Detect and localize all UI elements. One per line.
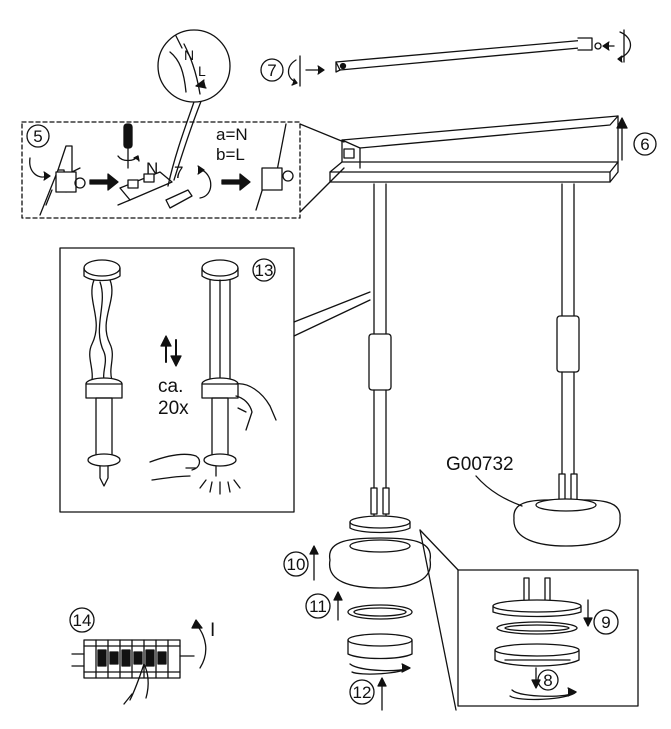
detail-panel: 9 8 (457, 569, 639, 707)
step-6-marker: 6 (633, 132, 657, 156)
callout-line (299, 167, 345, 213)
magnifier-l-label: L (198, 63, 206, 79)
step-11-number: 11 (309, 597, 327, 616)
callout-line (419, 529, 461, 573)
step-12-marker: 12 (349, 677, 387, 711)
hand-icon (235, 383, 277, 431)
terminal-7-label: 7 (174, 163, 183, 182)
step-12-number: 12 (353, 683, 372, 702)
screwdriver-icon (117, 123, 140, 169)
model-code-leader (475, 475, 523, 507)
switch-on-symbol: I (210, 620, 215, 641)
hand-icon (149, 453, 201, 481)
wire-b-label: b=L (216, 145, 245, 164)
terminal-n-label: N (146, 159, 158, 178)
cord-adjust-panel: 13 ca. 20x (59, 247, 371, 513)
step-13-number: 13 (255, 261, 274, 280)
mounting-bar (335, 37, 602, 73)
exploded-shade-parts (329, 515, 431, 675)
wire-magnifier: N L (157, 29, 231, 103)
step-5-number: 5 (33, 127, 42, 146)
step-7-marker: 7 (260, 58, 284, 82)
step-10-number: 10 (287, 555, 306, 574)
assembled-shade: G00732 (446, 454, 621, 547)
step-7-number: 7 (267, 61, 276, 80)
screw-rotate-right-icon (602, 29, 632, 63)
step-11-marker: 11 (305, 591, 343, 621)
step-9-number: 9 (601, 613, 610, 632)
step-6-number: 6 (640, 135, 649, 154)
fuse-switch-illustration: 14 I (69, 607, 215, 705)
lift-arrow-icon (616, 117, 628, 161)
approx-label: ca. (158, 376, 183, 397)
hand-icon (123, 663, 149, 705)
callout-line (419, 529, 457, 711)
step-14-number: 14 (73, 611, 92, 630)
right-pendant-rod (556, 183, 580, 501)
step-8-number: 8 (543, 671, 552, 690)
screw-rotate-left-icon (287, 55, 325, 87)
wire-a-label: a=N (216, 125, 248, 144)
ceiling-canopy (329, 115, 619, 183)
left-pendant-rod (368, 183, 392, 517)
callout-line (299, 123, 345, 143)
model-code: G00732 (446, 454, 514, 475)
count-label: 20x (158, 398, 189, 419)
magnifier-n-label: N (184, 47, 194, 63)
step-10-marker: 10 (283, 545, 319, 581)
wiring-panel: 5 N 7 a=N b=L (21, 93, 301, 219)
